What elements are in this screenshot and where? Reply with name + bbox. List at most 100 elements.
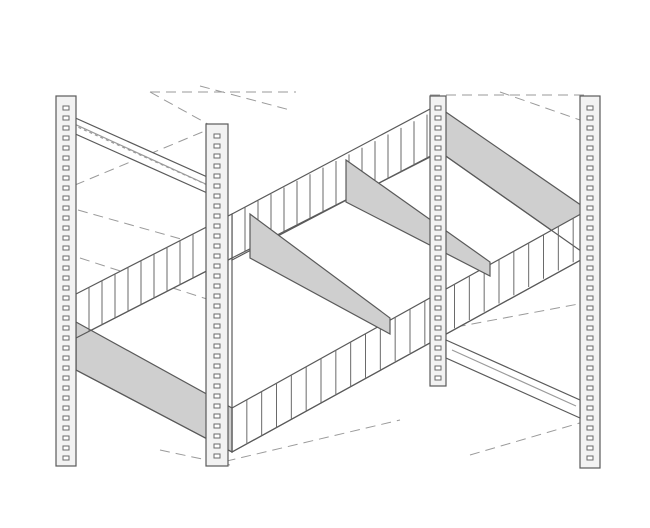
upright-hole (62, 185, 70, 191)
upright-hole (62, 295, 70, 301)
upright-hole (586, 275, 594, 281)
upright-hole (586, 185, 594, 191)
upright-hole (434, 295, 442, 301)
lower-rear-beam (445, 339, 581, 419)
upright-hole (62, 165, 70, 171)
upright-hole (62, 145, 70, 151)
upright-hole (434, 155, 442, 161)
upright-hole (213, 343, 221, 349)
upright-hole (62, 345, 70, 351)
upright-hole (62, 455, 70, 461)
upright-hole (213, 213, 221, 219)
upright-hole (586, 325, 594, 331)
upright-hole (213, 263, 221, 269)
upright-hole (213, 413, 221, 419)
upright-hole (434, 315, 442, 321)
upright-hole (434, 195, 442, 201)
upright-hole (62, 385, 70, 391)
upright-hole (434, 235, 442, 241)
upright-hole (62, 325, 70, 331)
upright-hole (586, 425, 594, 431)
upright-hole (213, 423, 221, 429)
upright-hole (586, 245, 594, 251)
upright-hole (62, 215, 70, 221)
upright-hole (62, 375, 70, 381)
upright-hole (62, 195, 70, 201)
upright-hole (586, 125, 594, 131)
upright-hole (62, 275, 70, 281)
upright-hole (213, 433, 221, 439)
upright-hole (434, 225, 442, 231)
upright-hole (586, 415, 594, 421)
upright-hole (213, 223, 221, 229)
upright-hole (62, 335, 70, 341)
upright-hole (586, 115, 594, 121)
upright-hole (213, 273, 221, 279)
upright-hole (586, 145, 594, 151)
upright-hole (434, 275, 442, 281)
upright-hole (434, 245, 442, 251)
upright-hole (213, 243, 221, 249)
upright-back-mid (429, 95, 447, 387)
upright-hole (62, 225, 70, 231)
upright-hole (434, 345, 442, 351)
upright-hole (434, 115, 442, 121)
upright-hole (586, 295, 594, 301)
upright-hole (434, 135, 442, 141)
upright-hole (213, 133, 221, 139)
upright-hole (434, 365, 442, 371)
upright-hole (62, 365, 70, 371)
upright-hole (586, 195, 594, 201)
upright-hole (586, 455, 594, 461)
upright-hole (62, 255, 70, 261)
upright-hole (586, 265, 594, 271)
upright-hole (213, 193, 221, 199)
divider-1 (249, 212, 391, 336)
upright-hole (434, 305, 442, 311)
upright-hole (213, 363, 221, 369)
upright-back-right (579, 95, 601, 469)
upright-hole (62, 175, 70, 181)
upright-perforations (62, 105, 594, 461)
upright-hole (434, 355, 442, 361)
upright-hole (586, 285, 594, 291)
upright-hole (434, 185, 442, 191)
upright-hole (434, 255, 442, 261)
upright-hole (62, 425, 70, 431)
upright-hole (434, 105, 442, 111)
upright-hole (213, 303, 221, 309)
shelf-uprights (55, 95, 601, 469)
upright-hole (62, 395, 70, 401)
upright-hole (62, 245, 70, 251)
divider-2 (345, 158, 491, 277)
upright-hole (62, 235, 70, 241)
upright-hole (213, 313, 221, 319)
upright-hole (62, 315, 70, 321)
top-side-beam (61, 111, 215, 197)
perspective-guide-lines (74, 85, 601, 466)
upright-hole (434, 325, 442, 331)
upright-hole (213, 353, 221, 359)
upright-hole (213, 323, 221, 329)
upright-hole (434, 205, 442, 211)
upright-hole (586, 435, 594, 441)
upright-hole (434, 125, 442, 131)
upright-hole (62, 105, 70, 111)
upright-hole (586, 135, 594, 141)
upright-hole (586, 175, 594, 181)
upright-hole (213, 183, 221, 189)
upright-hole (62, 305, 70, 311)
upright-hole (586, 385, 594, 391)
upright-hole (586, 305, 594, 311)
upright-hole (213, 293, 221, 299)
upright-hole (586, 225, 594, 231)
upright-hole (213, 143, 221, 149)
upright-hole (62, 415, 70, 421)
upright-hole (586, 375, 594, 381)
upright-hole (213, 153, 221, 159)
upright-hole (62, 155, 70, 161)
upright-hole (213, 383, 221, 389)
upright-hole (213, 333, 221, 339)
